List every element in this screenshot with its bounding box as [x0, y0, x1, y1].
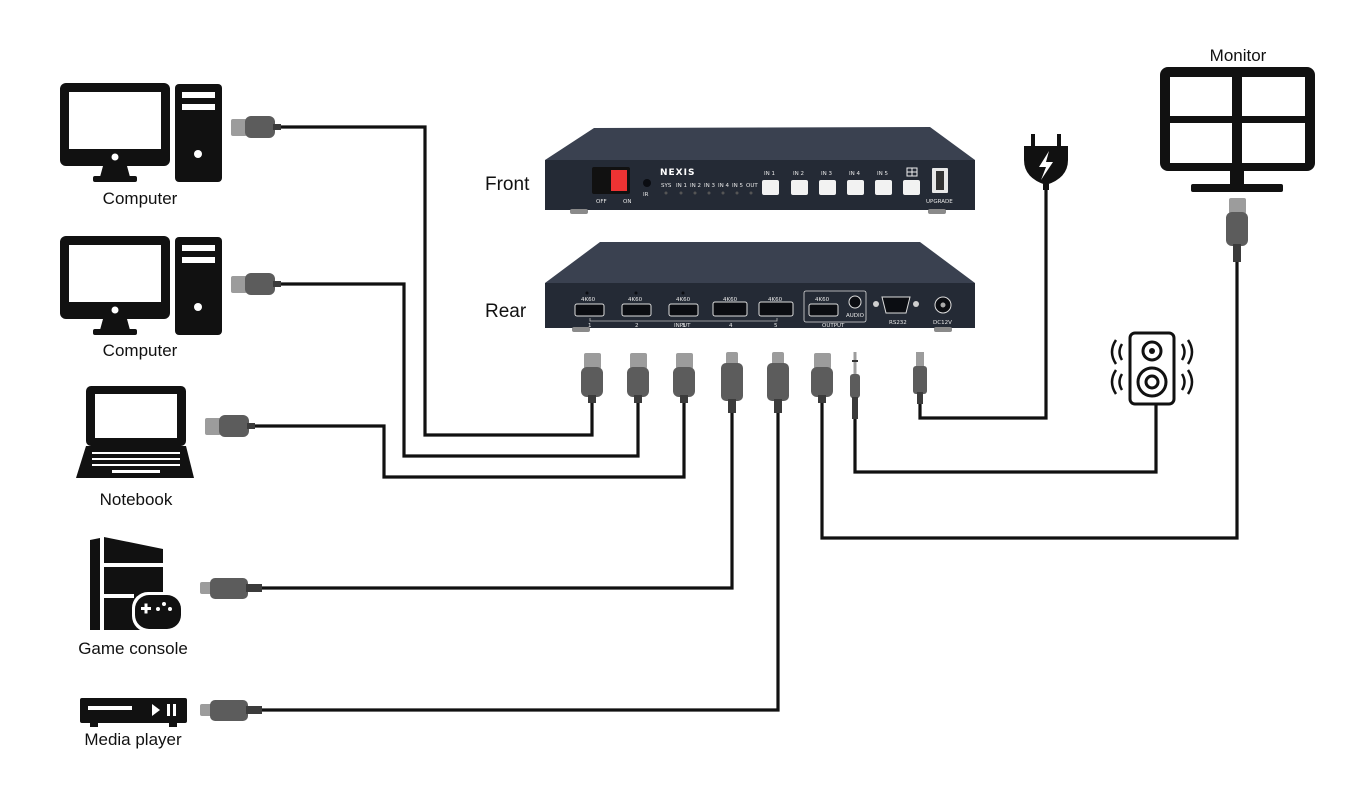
hdmi-port — [712, 301, 748, 317]
hdmi-plug — [205, 415, 255, 437]
port-label: 4K60 — [768, 297, 783, 303]
input-button — [791, 180, 808, 195]
switch-on-label: ON — [623, 199, 631, 205]
wire-computer-1 — [280, 125, 594, 437]
hdmi-plug — [673, 353, 695, 403]
input-number: 3 — [682, 323, 686, 329]
front-button-label: IN 4 — [849, 171, 860, 177]
wire-power — [918, 188, 1048, 420]
led-label: IN 1 — [676, 183, 687, 189]
input-group-label: INPUT — [674, 323, 691, 329]
hdmi-output-port — [808, 303, 839, 317]
hdmi-plug — [231, 116, 281, 138]
brand-logo: NEXIS — [660, 168, 695, 178]
notebook-icon — [76, 386, 194, 478]
hdmi-plug — [581, 353, 603, 403]
dc-power-plug — [913, 352, 927, 404]
monitor-icon — [1160, 67, 1315, 192]
dc-label: DC12V — [933, 320, 952, 326]
hdmi-plug — [1226, 198, 1248, 262]
port-label: 4K60 — [676, 297, 691, 303]
input-button — [819, 180, 836, 195]
output-port-label: 4K60 — [815, 297, 830, 303]
rear-label: Rear — [485, 301, 527, 322]
wire-computer-2 — [280, 282, 640, 458]
micro-hdmi-plug — [200, 700, 262, 721]
switch-front-panel: OFF ON IR NEXIS SYS IN 1 IN 2 IN 3 IN 4 … — [545, 127, 975, 214]
upgrade-label: UPGRADE — [926, 199, 953, 205]
input-button — [875, 180, 892, 195]
hdmi-port — [574, 303, 605, 317]
led-label: SYS — [661, 183, 672, 189]
output-group-label: OUTPUT — [822, 323, 845, 329]
power-plug-icon — [1024, 134, 1068, 190]
port-label: 4K60 — [581, 297, 596, 303]
input-number: 1 — [588, 323, 592, 329]
audio-jack — [848, 295, 862, 309]
game-console-label: Game console — [78, 639, 188, 658]
led-label: OUT — [746, 183, 758, 189]
led-row: SYS IN 1 IN 2 IN 3 IN 4 IN 5 OUT — [661, 183, 758, 195]
wire-game-console — [262, 412, 734, 590]
switch-off-label: OFF — [596, 199, 607, 205]
input-number: 5 — [774, 323, 778, 329]
speaker-icon — [1110, 331, 1194, 406]
rs232-port — [873, 296, 919, 314]
multiview-icon — [906, 167, 918, 177]
hdmi-port — [621, 303, 652, 317]
hdmi-port — [758, 301, 794, 317]
hdmi-plug — [627, 353, 649, 403]
front-button-label: IN 3 — [821, 171, 832, 177]
monitor-label: Monitor — [1210, 46, 1267, 65]
computer-icon — [60, 83, 222, 182]
micro-hdmi-plug — [721, 352, 743, 413]
computer-icon — [60, 236, 222, 335]
game-console-icon — [90, 537, 184, 632]
wire-media-player — [262, 412, 780, 712]
hdmi-plug — [231, 273, 281, 295]
led-label: IN 2 — [690, 183, 701, 189]
computer-label: Computer — [103, 189, 178, 208]
media-player-icon — [80, 698, 187, 727]
wire-audio — [853, 404, 1158, 474]
front-button-label: IN 2 — [793, 171, 804, 177]
computer-label: Computer — [103, 341, 178, 360]
rs232-label: RS232 — [889, 320, 907, 326]
led-label: IN 3 — [704, 183, 715, 189]
notebook-label: Notebook — [100, 490, 173, 509]
audio-plug — [850, 352, 860, 419]
micro-hdmi-plug — [200, 578, 262, 599]
port-label: 4K60 — [628, 297, 643, 303]
led-label: IN 5 — [732, 183, 743, 189]
hdmi-input-ports: 4K60 4K60 4K60 4K60 4K60 1 2 3 4 5 INPUT — [574, 291, 794, 329]
wire-notebook — [255, 402, 686, 479]
multiview-button — [903, 180, 920, 195]
wire-monitor — [820, 262, 1239, 540]
switch-rear-panel: 4K60 4K60 4K60 4K60 4K60 1 2 3 4 5 INPUT… — [545, 242, 975, 332]
micro-hdmi-plug — [767, 352, 789, 413]
hdmi-plug — [811, 353, 833, 403]
input-number: 4 — [729, 323, 733, 329]
input-button — [847, 180, 864, 195]
input-button — [762, 180, 779, 195]
front-label: Front — [485, 174, 530, 195]
front-button-label: IN 1 — [764, 171, 775, 177]
port-label: 4K60 — [723, 297, 738, 303]
input-number: 2 — [635, 323, 639, 329]
front-button-label: IN 5 — [877, 171, 888, 177]
led-label: IN 4 — [718, 183, 729, 189]
media-player-label: Media player — [84, 730, 182, 749]
audio-label: AUDIO — [846, 313, 865, 319]
ir-label: IR — [643, 192, 649, 198]
wires — [255, 125, 1239, 712]
hdmi-port — [668, 303, 699, 317]
